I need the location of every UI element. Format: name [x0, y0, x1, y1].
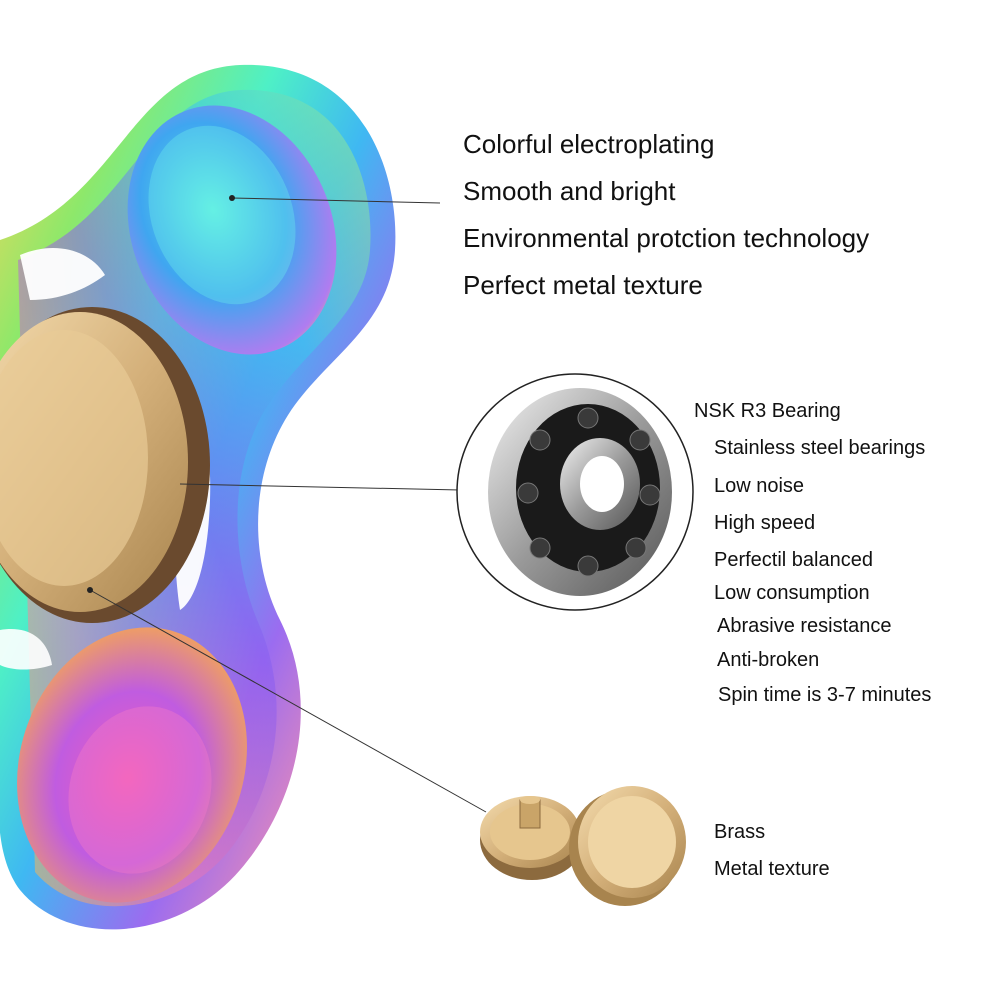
- bearing-feature-8: Anti-broken: [717, 649, 820, 671]
- finish-feature-2: Smooth and bright: [463, 176, 676, 206]
- finish-feature-3: Environmental protction technology: [463, 223, 870, 253]
- bearing-callout: [456, 373, 694, 611]
- cap-feature-1: Brass: [714, 821, 766, 843]
- bearing-feature-1: NSK R3 Bearing: [694, 400, 841, 422]
- finish-feature-1: Colorful electroplating: [463, 129, 715, 159]
- bearing-feature-9: Spin time is 3-7 minutes: [718, 684, 932, 706]
- bearing-feature-4: High speed: [714, 512, 816, 534]
- bearing-feature-2: Stainless steel bearings: [714, 437, 926, 459]
- center-cap: [0, 307, 210, 623]
- top-weight-dome: [127, 105, 337, 355]
- bearing-feature-5: Perfectil balanced: [714, 549, 873, 571]
- cap-parts: [480, 786, 686, 906]
- leader-lines: [87, 195, 487, 813]
- bottom-weight-dome: [17, 627, 247, 903]
- cap-feature-2: Metal texture: [714, 858, 830, 880]
- bearing-feature-6: Low consumption: [714, 582, 870, 604]
- bearing-feature-3: Low noise: [714, 475, 805, 497]
- finish-feature-4: Perfect metal texture: [463, 270, 703, 300]
- bearing-feature-7: Abrasive resistance: [717, 615, 892, 637]
